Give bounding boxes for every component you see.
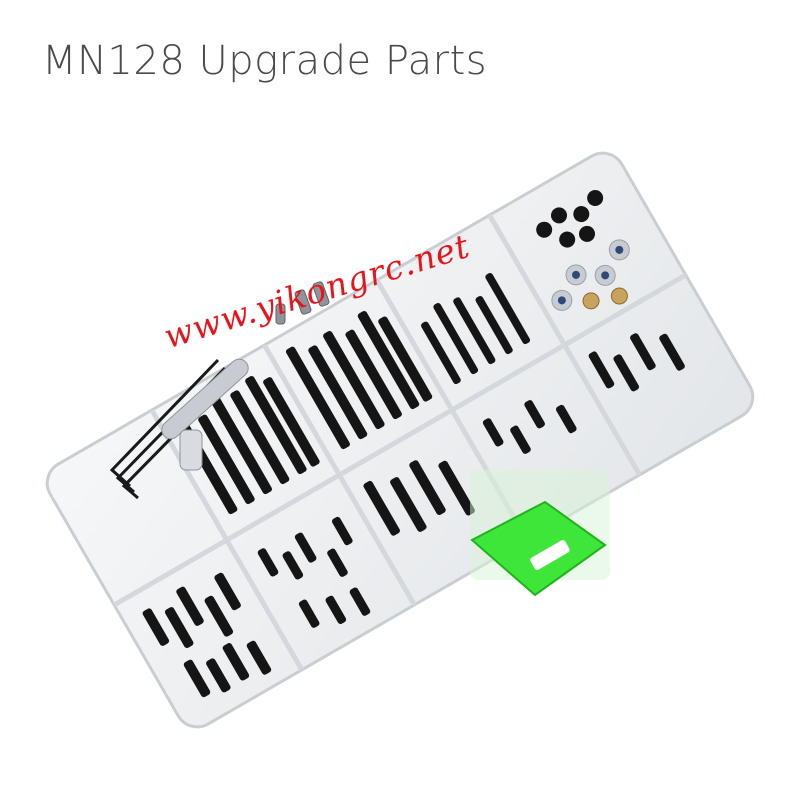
organizer-box — [45, 151, 755, 729]
screws-compartment-7 — [482, 400, 577, 454]
screws-compartment-4 — [285, 311, 433, 450]
screws-compartment-2 — [175, 376, 320, 515]
set-screws — [275, 281, 330, 325]
screws-compartment-1 — [142, 572, 272, 698]
screws-compartment-6 — [421, 272, 531, 385]
screws-compartment-5 — [363, 460, 475, 536]
page-title: MN128 Upgrade Parts — [42, 38, 488, 84]
screws-compartment-3 — [257, 516, 371, 628]
green-latch — [470, 470, 610, 597]
screws-compartment-8 — [536, 190, 685, 392]
nuts-and-bushings — [551, 239, 630, 311]
cross-wrench — [161, 358, 249, 471]
